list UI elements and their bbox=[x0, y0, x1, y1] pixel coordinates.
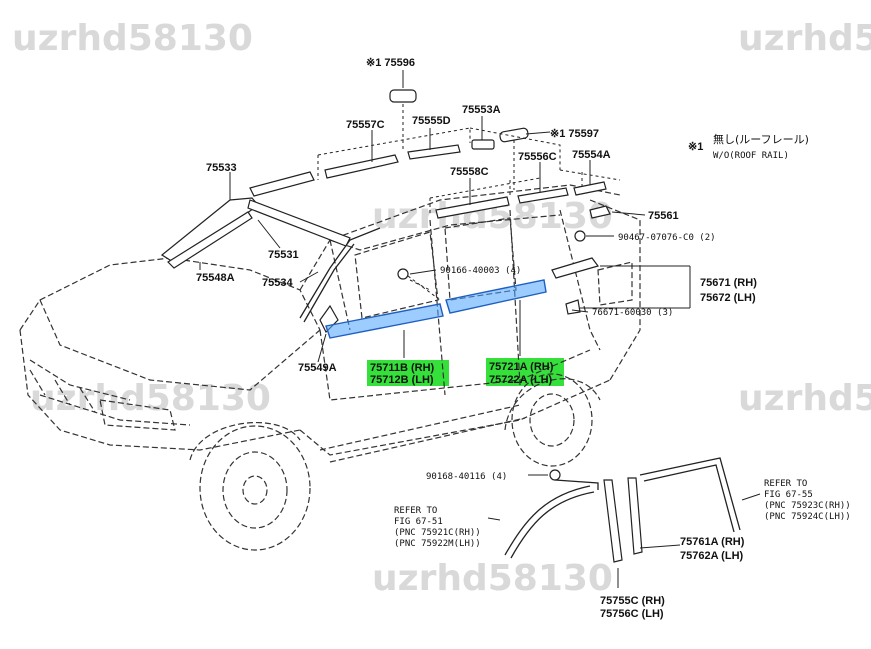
refer-right-line2: FIG 67-55 bbox=[764, 490, 813, 500]
watermark: uzrhd58130 bbox=[738, 18, 871, 59]
part-75549a bbox=[319, 304, 339, 334]
label-75711b: 75711B (RH) bbox=[370, 362, 435, 374]
part-75531 bbox=[247, 199, 351, 247]
inset-detail bbox=[487, 457, 761, 588]
quarter-parts bbox=[397, 205, 611, 315]
part-75553a bbox=[471, 139, 495, 150]
label-75755c: 75755C (RH) bbox=[600, 595, 665, 607]
label-75549a: 75549A bbox=[298, 362, 337, 374]
label-75722a: 75722A (LH) bbox=[489, 374, 553, 386]
label-75712b: 75712B (LH) bbox=[370, 374, 434, 386]
part-75671 bbox=[551, 257, 600, 279]
label-75597: ※1 75597 bbox=[550, 128, 599, 140]
label-75531: 75531 bbox=[268, 249, 299, 261]
part-75534 bbox=[299, 227, 381, 319]
watermark: uzrhd58130 bbox=[12, 18, 253, 59]
part-75555d bbox=[407, 144, 461, 160]
part-75597 bbox=[499, 127, 529, 143]
windshield-moldings bbox=[160, 197, 381, 334]
label-75721a: 75721A (RH) bbox=[489, 361, 554, 373]
part-labels: ※1 75596 75553A 75557C 75555D ※1 75597 7… bbox=[196, 57, 851, 620]
part-75554a bbox=[573, 181, 607, 196]
label-75554a: 75554A bbox=[572, 149, 611, 161]
legend: ※1 無し(ルーフレール) W/O(ROOF RAIL) bbox=[688, 132, 809, 161]
label-75555d: 75555D bbox=[412, 115, 451, 127]
legend-jp: 無し(ルーフレール) bbox=[713, 132, 809, 146]
roof-rail-parts bbox=[249, 89, 621, 219]
part-75556c bbox=[517, 187, 569, 204]
label-75533: 75533 bbox=[206, 162, 237, 174]
label-75557c: 75557C bbox=[346, 119, 385, 131]
part-75761a bbox=[627, 477, 643, 555]
label-75553a: 75553A bbox=[462, 104, 501, 116]
refer-left-line2: FIG 67-51 bbox=[394, 517, 443, 527]
label-75596: ※1 75596 bbox=[366, 57, 415, 69]
label-75556c: 75556C bbox=[518, 151, 557, 163]
watermark: uzrhd58130 bbox=[738, 378, 871, 419]
label-75756c: 75756C (LH) bbox=[600, 608, 664, 620]
front-wheel bbox=[199, 425, 311, 551]
part-75596 bbox=[389, 89, 417, 103]
label-76671: 76671-60030 (3) bbox=[592, 308, 673, 318]
label-75762a: 75762A (LH) bbox=[680, 550, 744, 562]
legend-en: W/O(ROOF RAIL) bbox=[713, 151, 789, 161]
label-90168: 90168-40116 (4) bbox=[426, 472, 507, 482]
label-75671: 75671 (RH) bbox=[700, 277, 757, 289]
part-75561 bbox=[589, 205, 611, 219]
label-75761a: 75761A (RH) bbox=[680, 536, 745, 548]
part-75721a-rear-door-belt-molding bbox=[445, 279, 547, 314]
part-75548a bbox=[160, 197, 259, 266]
label-75558c: 75558C bbox=[450, 166, 489, 178]
clip-90168 bbox=[549, 469, 561, 481]
part-75533-top bbox=[249, 171, 315, 197]
legend-mark: ※1 bbox=[688, 141, 703, 153]
refer-left-line3: (PNC 75921C(RH)) bbox=[394, 528, 481, 538]
label-90467: 90467-07076-C0 (2) bbox=[618, 233, 716, 243]
highlight-box bbox=[367, 360, 449, 386]
label-75548a: 75548A bbox=[196, 272, 235, 284]
refer-left-line1: REFER TO bbox=[394, 506, 437, 516]
part-75755c bbox=[603, 479, 623, 563]
label-75561: 75561 bbox=[648, 210, 679, 222]
part-75711b-front-door-belt-molding bbox=[325, 303, 444, 339]
leader-lines bbox=[199, 70, 691, 363]
refer-left-line4: (PNC 75922M(LH)) bbox=[394, 539, 481, 549]
refer-right-line3: (PNC 75923C(RH)) bbox=[764, 501, 851, 511]
label-75672: 75672 (LH) bbox=[700, 292, 756, 304]
watermark: uzrhd58130 bbox=[372, 558, 613, 599]
refer-right-line1: REFER TO bbox=[764, 479, 807, 489]
label-90166: 90166-40003 (4) bbox=[440, 266, 521, 276]
label-75534: 75534 bbox=[262, 277, 293, 289]
refer-right-line4: (PNC 75924C(LH)) bbox=[764, 512, 851, 522]
part-75557c bbox=[324, 154, 399, 179]
part-75558c bbox=[435, 196, 510, 219]
rear-wheel bbox=[511, 373, 593, 467]
clip-90467 bbox=[574, 230, 586, 242]
clip-76671 bbox=[565, 299, 581, 315]
highlight-box bbox=[486, 358, 564, 386]
clip-90166 bbox=[397, 268, 409, 280]
part-75548a-inner bbox=[167, 211, 253, 269]
